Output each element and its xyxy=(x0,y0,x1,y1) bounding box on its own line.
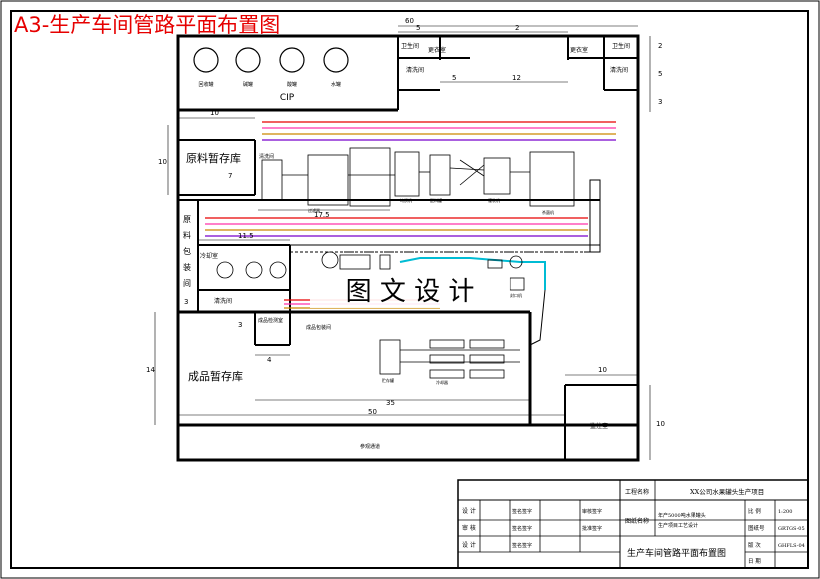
dimension-lines xyxy=(154,25,651,460)
tb-row-1-check: 批准签字 xyxy=(582,525,602,532)
tb-row-0-check: 审核签字 xyxy=(582,508,602,515)
room-office: 监控室 xyxy=(590,422,608,430)
dimension-values: 60 5 2 5 12 2 5 3 10 10 7 17.5 11.5 14 4… xyxy=(146,17,665,428)
tb-row-0-role: 设 计 xyxy=(462,507,476,515)
svg-text:原: 原 xyxy=(183,215,191,224)
cip-label: CIP xyxy=(280,93,295,103)
watermark: 图 文 设 计 xyxy=(346,277,475,307)
tb-version: GHFLS-04 xyxy=(778,543,805,549)
title-block xyxy=(457,479,809,569)
cip-tank-label-2: 酸罐 xyxy=(287,81,297,88)
tb-number-label: 图纸号 xyxy=(748,524,765,532)
cip-tank-water xyxy=(323,47,349,73)
equip-label-6: 冷却器 xyxy=(436,379,448,385)
cip-tank-acid xyxy=(279,47,305,73)
room-product-storage: 成品暂存库 xyxy=(188,369,243,383)
dim-right-5: 5 xyxy=(658,70,662,78)
packaging-vertical-label: 原 料 包 装 间 xyxy=(183,215,191,288)
equip-label-5: 贮存罐 xyxy=(382,377,394,383)
room-wash-small: 清洗间 xyxy=(214,297,232,305)
dim-7: 7 xyxy=(228,172,232,180)
dim-14: 14 xyxy=(146,366,155,374)
dim-left-10-v: 10 xyxy=(158,158,167,166)
svg-text:间: 间 xyxy=(183,279,191,288)
room-inspection: 成品检测室 xyxy=(258,317,283,324)
tb-row-0-sign: 签名签字 xyxy=(512,508,532,515)
cip-tank-alkali xyxy=(235,47,261,73)
equipment-lower xyxy=(216,251,525,379)
dim-left-10-h: 10 xyxy=(210,109,219,117)
cip-tank-label-3: 水罐 xyxy=(331,81,341,88)
tb-project-name: XX公司水果罐头生产项目 xyxy=(690,487,764,496)
dim-top-a: 5 xyxy=(416,24,420,32)
dim-mid-5: 5 xyxy=(452,74,456,82)
dim-17-5: 17.5 xyxy=(314,211,330,219)
dim-35: 35 xyxy=(386,399,395,407)
tb-row-2-sign: 签名签字 xyxy=(512,542,532,549)
dim-mid-12: 12 xyxy=(512,74,521,82)
room-toilet-2: 卫生间 xyxy=(612,42,630,50)
equip-label-2: 配料罐 xyxy=(430,197,442,203)
cip-tanks: 回收罐 碱罐 酸罐 水罐 CIP xyxy=(193,47,349,103)
tb-version-label: 版 次 xyxy=(748,541,761,549)
tb-main-title: 生产车间管路平面布置图 xyxy=(627,547,726,559)
svg-text:装: 装 xyxy=(183,262,191,272)
room-wash-1: 清洗间 xyxy=(406,66,424,74)
cip-tank-label-0: 回收罐 xyxy=(198,81,213,88)
tb-number: GRTGS-05 xyxy=(778,526,805,532)
room-dress-2: 更衣室 xyxy=(570,46,588,54)
dim-top-total: 60 xyxy=(405,17,414,25)
dim-10-br: 10 xyxy=(598,366,607,374)
room-pack: 成品包装间 xyxy=(306,324,331,331)
dim-right-2: 2 xyxy=(658,42,662,50)
tb-drawing-label: 图纸名称 xyxy=(625,517,649,525)
dim-top-b: 2 xyxy=(515,24,519,32)
tb-date-label: 日 期 xyxy=(748,558,761,565)
room-wash-area: 清洗间 xyxy=(259,153,274,160)
room-aux: 冷却室 xyxy=(200,252,218,260)
equipment-upper xyxy=(261,147,575,207)
tb-scale-label: 比 例 xyxy=(748,507,761,515)
room-labels: 卫生间 更衣室 清洗间 更衣室 卫生间 清洗间 原料暂存库 清洗间 冷却室 清洗… xyxy=(186,42,630,450)
room-raw-storage: 原料暂存库 xyxy=(186,151,241,165)
watermark-bg xyxy=(310,272,510,308)
tb-scale: 1:200 xyxy=(778,509,792,515)
dim-11-5: 11.5 xyxy=(238,232,254,240)
room-dress-1: 更衣室 xyxy=(428,46,446,54)
cip-tank-label-1: 碱罐 xyxy=(243,81,253,88)
inner-border xyxy=(10,10,809,569)
tb-row-2-role: 设 计 xyxy=(462,541,476,549)
tb-drawing-name-2: 生产项目工艺设计 xyxy=(658,522,698,529)
dim-10-brv: 10 xyxy=(656,420,665,428)
dim-50: 50 xyxy=(368,408,377,416)
dim-4: 4 xyxy=(267,356,272,364)
tb-drawing-name-1: 年产5000吨水果罐头 xyxy=(658,512,706,519)
building-walls xyxy=(176,34,640,462)
room-wash-2: 清洗间 xyxy=(610,66,628,74)
tb-row-1-role: 审 核 xyxy=(462,524,476,532)
equip-label-1: 均质机 xyxy=(400,197,412,203)
equip-label-3: 灌装机 xyxy=(488,197,500,203)
svg-text:料: 料 xyxy=(183,230,191,240)
room-corridor: 参观通道 xyxy=(360,443,380,450)
tb-row-1-sign: 签名签字 xyxy=(512,525,532,532)
svg-text:包: 包 xyxy=(183,246,191,256)
tb-project-label: 工程名称 xyxy=(625,488,649,496)
dim-3b: 3 xyxy=(238,321,242,329)
title-block-text: 工程名称 XX公司水果罐头生产项目 图纸名称 年产5000吨水果罐头 生产项目工… xyxy=(462,487,805,565)
dim-3a: 3 xyxy=(184,298,188,306)
drawing-title: A3-生产车间管路平面布置图 xyxy=(14,13,280,37)
equip-label-4: 杀菌机 xyxy=(542,209,554,215)
cip-tank-recovery xyxy=(193,47,219,73)
equip-label-7: 封口机 xyxy=(510,292,522,298)
room-toilet: 卫生间 xyxy=(401,42,419,50)
dim-right-3: 3 xyxy=(658,98,662,106)
